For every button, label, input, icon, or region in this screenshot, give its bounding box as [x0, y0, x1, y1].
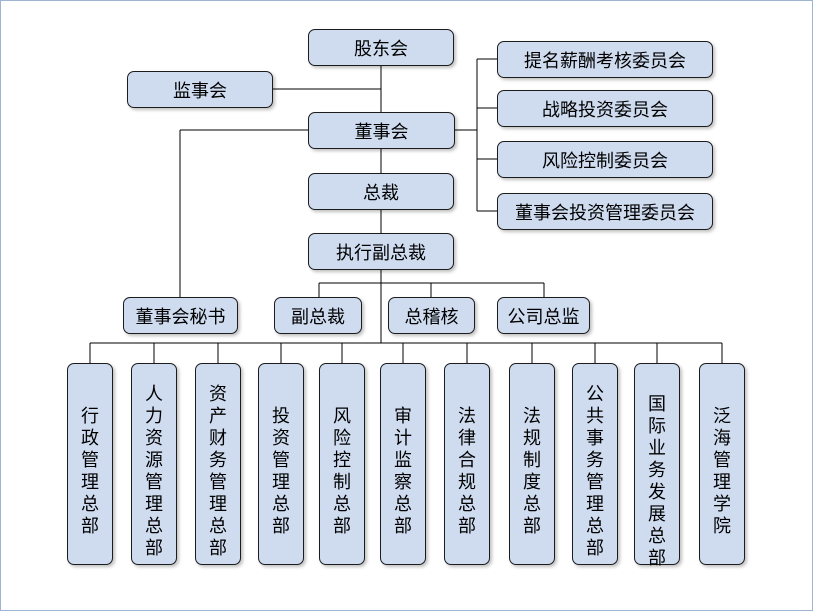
supervisors-box: 监事会	[127, 71, 273, 108]
dept-public-affairs-box: 公共事务管理总部	[572, 363, 618, 565]
dept-administration-box: 行政管理总部	[67, 363, 113, 565]
shareholders-box: 股东会	[308, 29, 454, 66]
committee-investment-box: 董事会投资管理委员会	[497, 193, 713, 230]
dept-label: 资产财务管理总部	[209, 384, 227, 559]
dept-label: 国际业务发展总部	[648, 394, 666, 569]
dept-label: 投资管理总部	[272, 406, 290, 537]
dept-legal-box: 法律合规总部	[444, 363, 490, 565]
vice-president-box: 副总裁	[274, 297, 362, 334]
dept-label: 法律合规总部	[458, 406, 476, 537]
dept-human-resources-box: 人力资源管理总部	[131, 363, 177, 565]
president-box: 总裁	[308, 173, 454, 210]
dept-label: 人力资源管理总部	[145, 384, 163, 559]
dept-label: 公共事务管理总部	[586, 384, 604, 559]
committee-strategy-box: 战略投资委员会	[497, 90, 713, 127]
dept-investment-box: 投资管理总部	[258, 363, 304, 565]
dept-international-box: 国际业务发展总部	[634, 363, 680, 569]
dept-label: 法规制度总部	[523, 406, 541, 537]
dept-risk-control-box: 风险控制总部	[319, 363, 365, 565]
dept-label: 审计监察总部	[394, 406, 412, 537]
dept-finance-box: 资产财务管理总部	[195, 363, 241, 565]
dept-academy-box: 泛海管理学院	[699, 363, 745, 565]
exec-vp-box: 执行副总裁	[308, 233, 454, 270]
company-director-box: 公司总监	[497, 297, 590, 334]
dept-regulations-box: 法规制度总部	[509, 363, 555, 565]
dept-label: 行政管理总部	[81, 406, 99, 537]
dept-label: 泛海管理学院	[713, 406, 731, 537]
dept-label: 风险控制总部	[333, 406, 351, 537]
dept-audit-box: 审计监察总部	[380, 363, 426, 565]
committee-nomination-box: 提名薪酬考核委员会	[497, 41, 713, 78]
board-box: 董事会	[308, 112, 455, 149]
chief-auditor-box: 总稽核	[388, 297, 475, 334]
board-secretary-box: 董事会秘书	[123, 297, 238, 334]
committee-risk-box: 风险控制委员会	[497, 141, 713, 178]
